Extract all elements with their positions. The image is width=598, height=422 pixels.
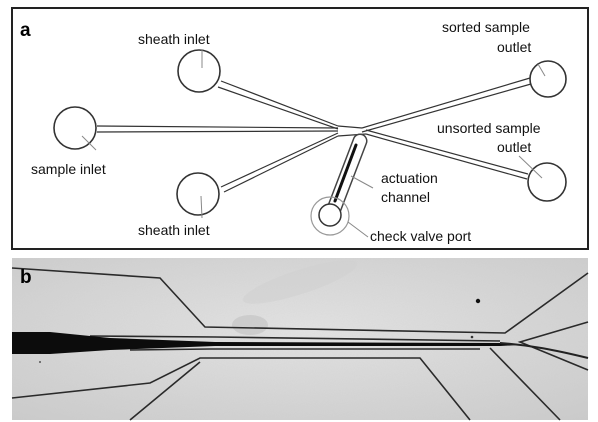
label-sheath-inlet-top: sheath inlet (138, 31, 210, 47)
panel-b-letter: b (20, 267, 32, 288)
sample-inlet-reservoir (54, 107, 96, 149)
panel-b: b (12, 252, 588, 420)
label-sheath-inlet-bottom: sheath inlet (138, 222, 210, 238)
label-actuation: actuation (381, 170, 438, 186)
sheath-inlet-top-reservoir (178, 50, 220, 92)
label-unsorted-outlet: outlet (497, 139, 531, 155)
label-unsorted-sample: unsorted sample (437, 120, 541, 136)
label-channel: channel (381, 189, 430, 205)
label-sorted-sample: sorted sample (442, 19, 530, 35)
sorted-outlet-reservoir (530, 61, 566, 97)
panel-a-letter: a (20, 20, 31, 41)
sheath-inlet-bottom-reservoir (177, 173, 219, 215)
label-sorted-outlet: outlet (497, 39, 531, 55)
panel-a: a (12, 8, 588, 249)
label-sample-inlet: sample inlet (31, 161, 106, 177)
label-check-valve-port: check valve port (370, 228, 471, 244)
unsorted-outlet-reservoir (528, 163, 566, 201)
